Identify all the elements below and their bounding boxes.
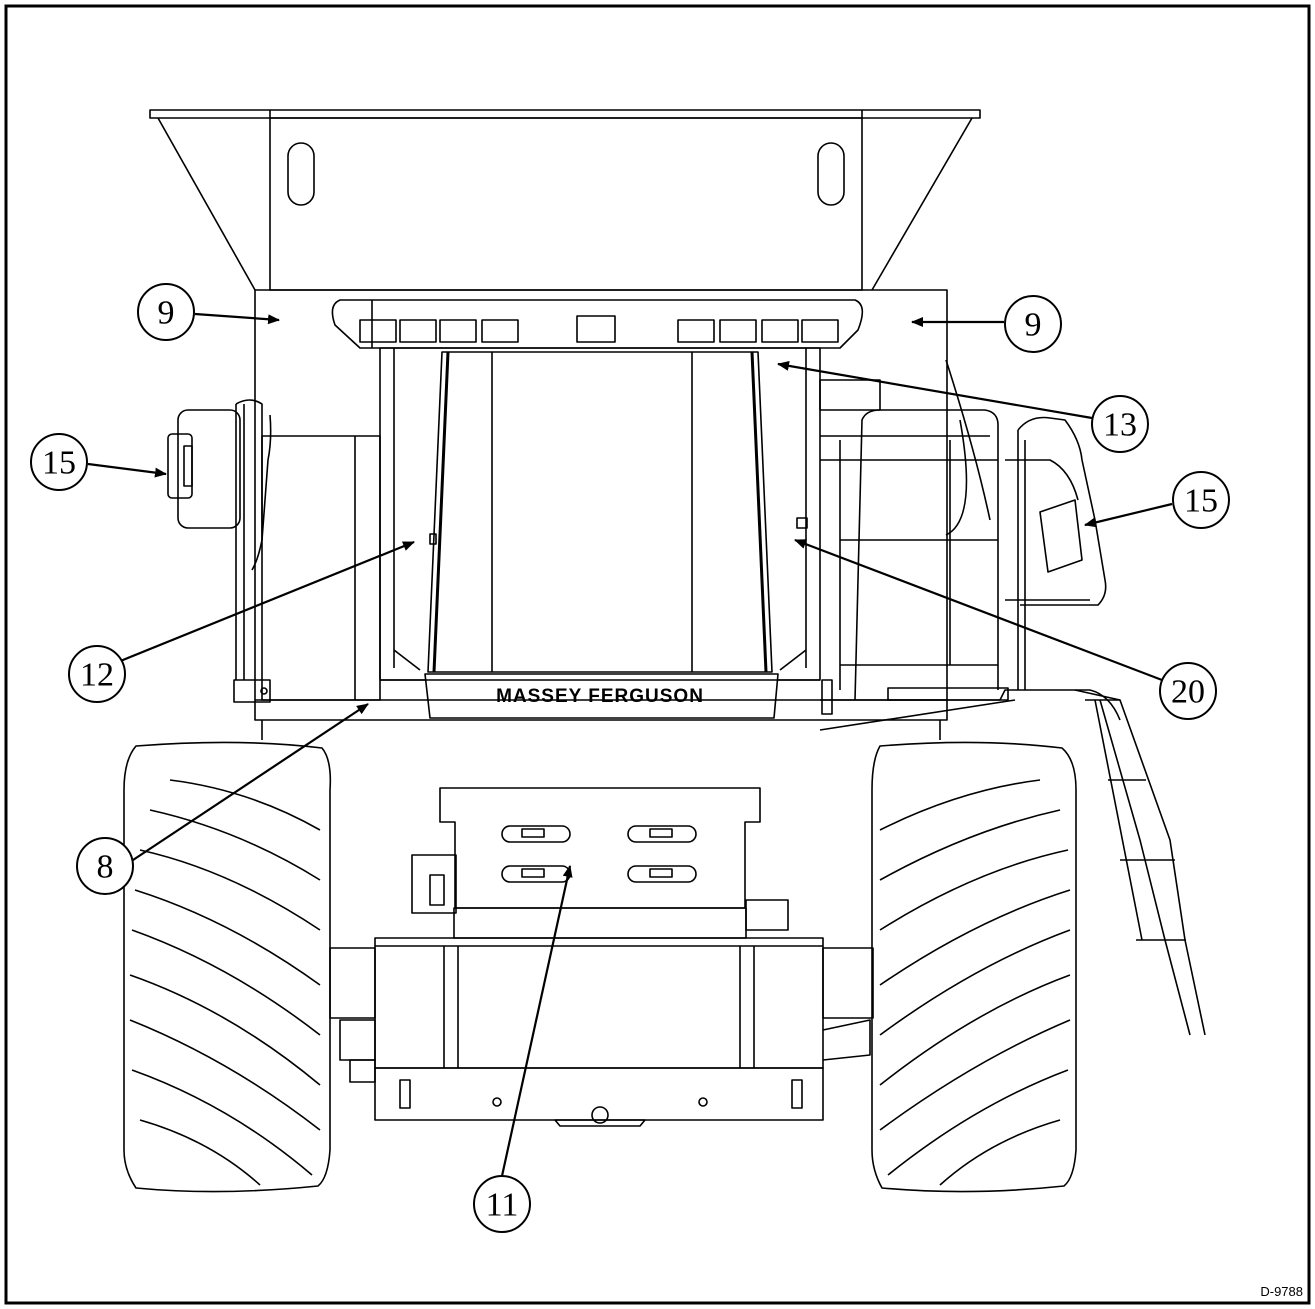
callout-13: 13: [1103, 407, 1137, 444]
left-handle-bracket: [177, 409, 241, 529]
callout-right-9-circle: [1004, 295, 1062, 353]
callout-left-9-circle: [137, 283, 195, 341]
brand-label: MASSEY FERGUSON: [496, 686, 704, 707]
callout-circles: [30, 283, 1230, 1233]
tank-slot-left: [287, 142, 315, 206]
callout-11-circle: [473, 1175, 531, 1233]
callout-left-9: 9: [158, 295, 175, 332]
cab-window: [379, 347, 821, 681]
grain-tank-extension: [149, 109, 981, 291]
left-tire: [123, 741, 332, 1193]
figure-id: D-9788: [1260, 1284, 1303, 1299]
callout-right-15: 15: [1184, 483, 1218, 520]
leader-12: [117, 540, 415, 664]
tank-slot-right: [817, 142, 845, 206]
leader-lines: [87, 312, 1173, 1177]
callout-12: 12: [80, 657, 114, 694]
leader-8: [129, 703, 369, 863]
callout-8-circle: [76, 837, 134, 895]
leader-left-15: [87, 462, 167, 478]
right-handle-grip: [1039, 499, 1083, 573]
leader-11: [500, 865, 573, 1177]
callout-20-circle: [1159, 662, 1217, 720]
callout-right-15-circle: [1172, 471, 1230, 529]
leader-right-15: [1084, 502, 1173, 528]
callout-right-9: 9: [1025, 307, 1042, 344]
callout-left-15: 15: [42, 445, 76, 482]
figure-border: [4, 4, 1311, 1305]
door-handle: [796, 517, 808, 529]
leader-20: [794, 538, 1163, 682]
callout-12-circle: [68, 645, 126, 703]
callout-20: 20: [1171, 674, 1205, 711]
roof-light-bar: [331, 299, 864, 349]
rear-engine-cover: [411, 787, 789, 939]
left-side-panel: [167, 399, 381, 703]
callout-13-circle: [1091, 395, 1149, 453]
leader-left-9: [194, 312, 280, 325]
right-tire: [871, 741, 1077, 1193]
brand-panel: [380, 673, 820, 719]
callout-11: 11: [486, 1187, 519, 1224]
right-ladder-platform: [819, 359, 1206, 1036]
callout-8: 8: [97, 849, 114, 886]
rear-axle-frame: [329, 937, 874, 1127]
callout-left-15-circle: [30, 433, 88, 491]
leader-13: [777, 360, 1093, 420]
